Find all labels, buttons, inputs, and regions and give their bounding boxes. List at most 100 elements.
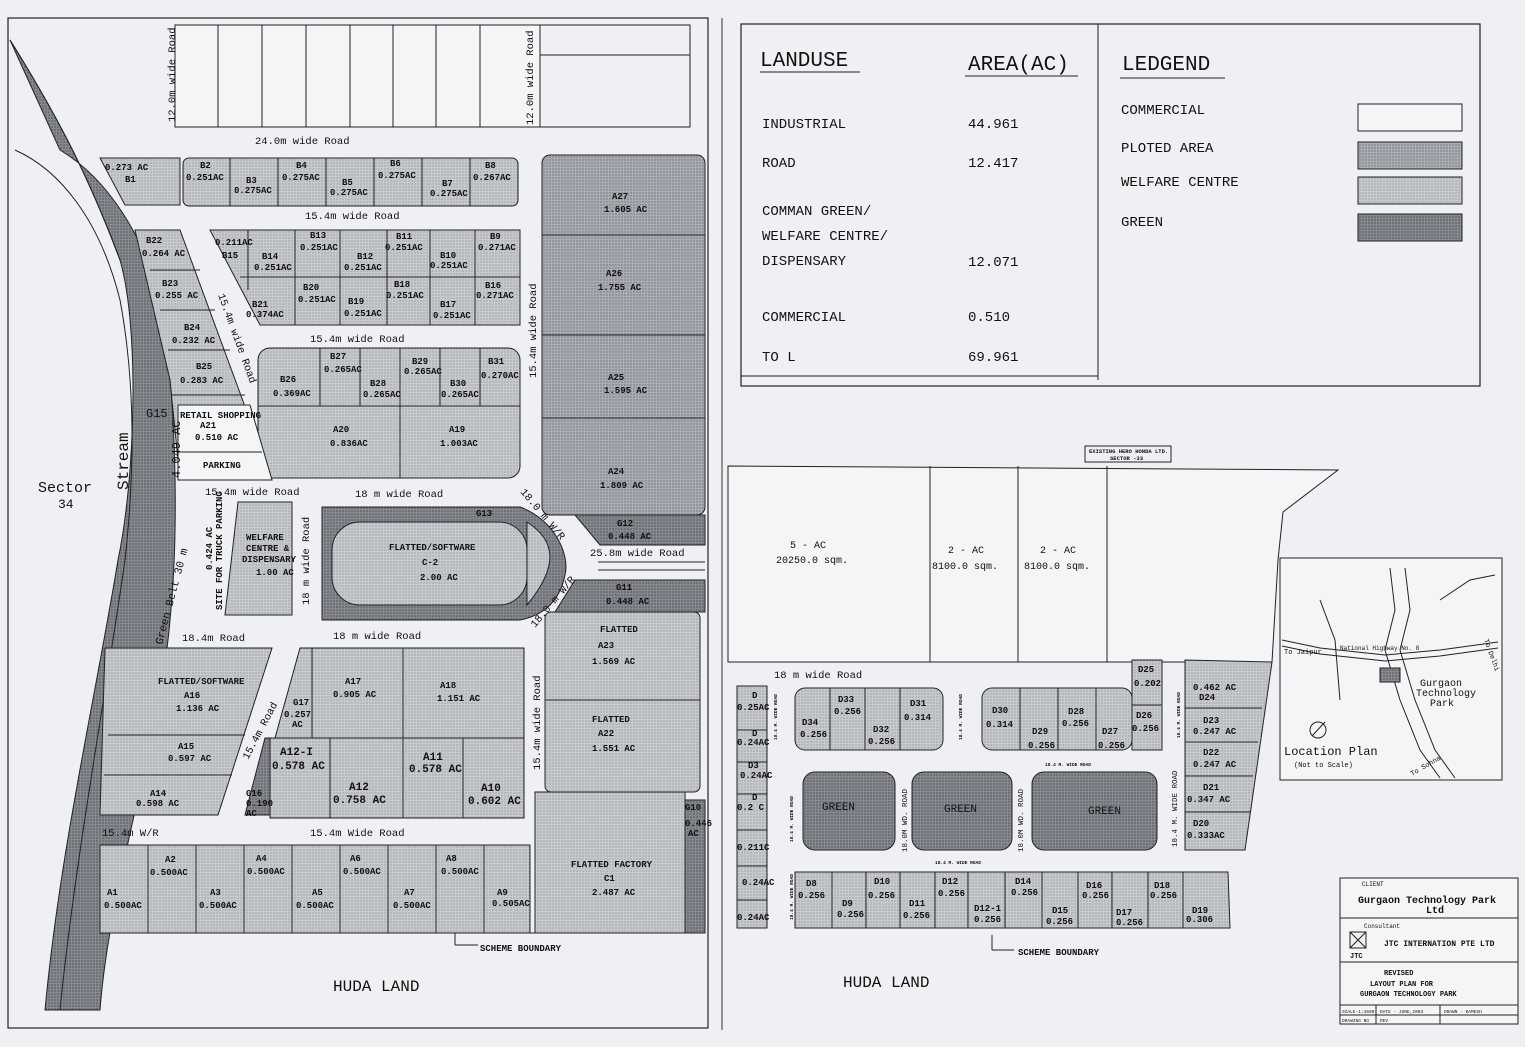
big-plot-label: 20250.0 sqm. xyxy=(776,556,848,567)
bottom-strip xyxy=(99,791,706,934)
plot-label-a27: 1.605 AC xyxy=(604,205,648,215)
plot-label-d121: D12-1 xyxy=(974,904,1002,914)
plot-label-d27: 0.256 xyxy=(1098,741,1125,751)
consultant-name: JTC INTERNATION PTE LTD xyxy=(1384,940,1495,949)
road-label: 18 m wide Road xyxy=(301,517,313,605)
sector-number: 34 xyxy=(58,497,74,512)
plot-label-a20: A20 xyxy=(333,425,349,435)
scheme-boundary-label-right: SCHEME BOUNDARY xyxy=(1018,948,1100,958)
plot-label-a22: 1.551 AC xyxy=(592,744,636,754)
truck-site-label: SITE FOR TRUCK PARKING xyxy=(215,491,225,610)
right-small-roads: 18.4 M. WIDE ROAD 18.4 M. WIDE ROAD 18.4 M… xyxy=(773,692,1182,920)
plot-label-d15: D15 xyxy=(1052,906,1068,916)
plot-label-b26: B26 xyxy=(280,375,296,385)
small-road-label: 18.4 M. WIDE ROAD xyxy=(1045,762,1091,768)
plot-label-g16: AC xyxy=(246,809,257,819)
plot-label-d32: D32 xyxy=(873,725,889,735)
plot-label-b21: B21 xyxy=(252,300,269,310)
road-label: 15.4m wide Road xyxy=(528,283,540,378)
landuse-name: COMMERCIAL xyxy=(762,310,846,326)
plot-label-a21: 0.510 AC xyxy=(195,433,239,443)
plot-label-b25: B25 xyxy=(196,362,212,372)
plot-label-d11: D11 xyxy=(909,899,926,909)
plot-label-d2: 0.24AC xyxy=(737,738,770,748)
middle-blocks xyxy=(99,647,525,819)
plot-label-b9: 0.271AC xyxy=(478,243,516,253)
plot-label-d2: D xyxy=(752,729,758,739)
plot-label-a2: 0.500AC xyxy=(150,868,188,878)
park-label-3: Park xyxy=(1430,698,1454,710)
plot-label-b7: B7 xyxy=(442,179,453,189)
plot-label-d1: D xyxy=(752,691,758,701)
plot-label-a7: A7 xyxy=(404,888,415,898)
plot-label-a12: 0.758 AC xyxy=(333,795,386,807)
plot-label-b2: 0.251AC xyxy=(186,173,224,183)
plot-label-b22: 0.264 AC xyxy=(142,249,186,259)
plot-label-b3: B3 xyxy=(246,176,257,186)
plot-label-b20: 0.251AC xyxy=(298,295,336,305)
plot-label-b29: 0.265AC xyxy=(404,367,442,377)
green-blocks xyxy=(802,771,1158,851)
plot-label-d5: 0.211C xyxy=(737,843,770,853)
road-label: 18 m wide Road xyxy=(355,489,443,501)
plot-label-d12: 0.256 xyxy=(938,889,965,899)
plot-label-a14: 0.598 AC xyxy=(136,799,180,809)
plot-label-b18: B18 xyxy=(394,280,410,290)
plot-label-a23: A23 xyxy=(598,641,614,651)
plot-label-a21: RETAIL SHOPPING xyxy=(180,411,261,421)
plot-label-a5: A5 xyxy=(312,888,323,898)
plot-label-d33: D33 xyxy=(838,695,854,705)
plot-label-a26: A26 xyxy=(606,269,622,279)
drawing-title-1: LAYOUT PLAN FOR xyxy=(1370,981,1434,989)
landuse-name: DISPENSARY xyxy=(762,254,847,270)
plot-label-a7: 0.500AC xyxy=(393,901,431,911)
plot-label-d21: 0.347 AC xyxy=(1187,795,1231,805)
road-label: 12.0m wide Road xyxy=(525,30,537,125)
plot-label-b25: 0.283 AC xyxy=(180,376,224,386)
plot-label-park: PARKING xyxy=(203,461,241,471)
plot-label-b17: B17 xyxy=(440,300,456,310)
drawing-no-label: DRAWING NO xyxy=(1342,1018,1369,1024)
plot-label-a16: A16 xyxy=(184,691,200,701)
plot-label-b9: B9 xyxy=(490,232,501,242)
plot-label-d28: D28 xyxy=(1068,707,1084,717)
plot-label-a17: 0.905 AC xyxy=(333,690,377,700)
truck-site-area: 0.424 AC xyxy=(205,526,215,570)
plot-label-b24: 0.232 AC xyxy=(172,336,216,346)
plot-label-b31: B31 xyxy=(488,357,505,367)
client-name-2: Ltd xyxy=(1426,905,1444,917)
plot-label-b7: 0.275AC xyxy=(430,189,468,199)
plot-label-wc: DISPENSARY xyxy=(242,555,297,565)
plot-label-b23: B23 xyxy=(162,279,178,289)
legend-label: PLOTED AREA xyxy=(1121,141,1214,157)
plot-label-a25: A25 xyxy=(608,373,624,383)
landuse-area: 69.961 xyxy=(968,350,1018,366)
plot-label-a8: A8 xyxy=(446,854,457,864)
road-edges xyxy=(100,561,705,946)
plot-label-c2: C-2 xyxy=(422,558,438,568)
plot-label-d22: 0.247 AC xyxy=(1193,760,1237,770)
plot-label-a3: A3 xyxy=(210,888,221,898)
plot-label-d11: 0.256 xyxy=(903,911,930,921)
plot-label-b30: B30 xyxy=(450,379,466,389)
plot-label-a22: A22 xyxy=(598,729,614,739)
location-plan-note: (Not to Scale) xyxy=(1294,762,1353,770)
small-road-label: 18.4 M. WIDE ROAD xyxy=(958,694,964,740)
plot-label-d10: D10 xyxy=(874,877,890,887)
rev-label: REV xyxy=(1380,1018,1388,1024)
legend-swatch xyxy=(1357,141,1463,170)
plot-label-a4: A4 xyxy=(256,854,267,864)
plot-label-d30: D30 xyxy=(992,706,1008,716)
small-road-label: 18.4 M. WIDE ROAD xyxy=(1172,770,1180,847)
plot-label-g13: G13 xyxy=(476,509,492,519)
plot-label-b17: 0.251AC xyxy=(433,311,471,321)
plot-label-g17: AC xyxy=(292,720,303,730)
small-road-label: 18.4 M. WIDE ROAD xyxy=(789,796,795,842)
plot-label-d23: D23 xyxy=(1203,716,1219,726)
location-plan: To Jaipur National Highway No. 8 To Delh… xyxy=(1279,557,1503,781)
landuse-name: COMMAN GREEN/ xyxy=(762,204,871,220)
small-road-label: 18.4 M. WIDE ROAD xyxy=(1176,692,1182,738)
